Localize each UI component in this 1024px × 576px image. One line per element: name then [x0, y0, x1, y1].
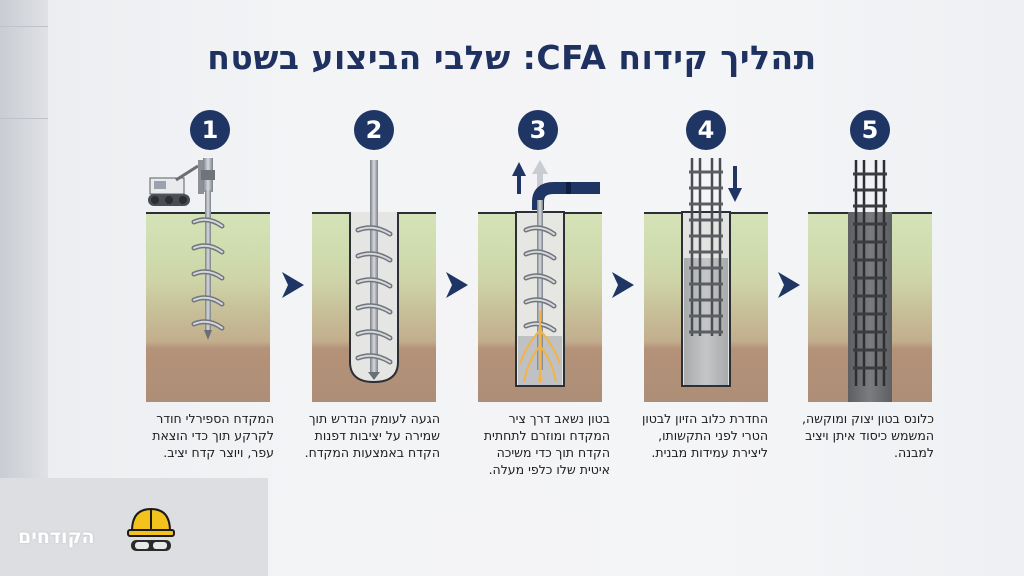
wall-seam [0, 118, 48, 119]
step-3-number: 3 [518, 110, 558, 150]
step-2-number: 2 [354, 110, 394, 150]
page-title: תהליך קידוח CFA: שלבי הביצוע בשטח [207, 38, 817, 77]
wall-seam [0, 26, 48, 27]
step-5-number: 5 [850, 110, 890, 150]
chevron-right-icon [446, 272, 468, 298]
step-1-illustration [146, 150, 270, 402]
step-3-caption: בטון נשאב דרך ציר המקדח ומוזרם לתחתית הק… [483, 411, 610, 477]
step-5-illustration [808, 150, 932, 402]
step-4-illustration [644, 150, 768, 402]
brand-watermark: הקודחים [18, 526, 95, 548]
arrow-down-icon [728, 166, 742, 202]
step-2-caption: הגעה לעומק הנדרש תוך שמירה על יציבות דפנ… [304, 411, 440, 460]
step-5-caption: כלונס בטון יצוק ומוקשה, המשמש כיסוד איתן… [802, 411, 934, 460]
step-2-illustration [312, 150, 436, 402]
excavator-rig-icon [148, 160, 204, 206]
chevron-right-icon [612, 272, 634, 298]
chevron-right-icon [778, 272, 800, 298]
step-1-number: 1 [190, 110, 230, 150]
safety-helmet-icon [127, 507, 175, 551]
step-1-caption: המקדח הספירלי חודר לקרקע תוך כדי הוצאת ע… [152, 411, 274, 460]
arrow-up-icon [512, 162, 526, 194]
step-3-illustration [478, 150, 602, 402]
step-4-number: 4 [686, 110, 726, 150]
chevron-right-icon [282, 272, 304, 298]
goggles-icon [131, 540, 171, 551]
step-4-caption: החדרת כלוב הזיון לבטון הטרי לפני התקשותו… [641, 411, 768, 460]
